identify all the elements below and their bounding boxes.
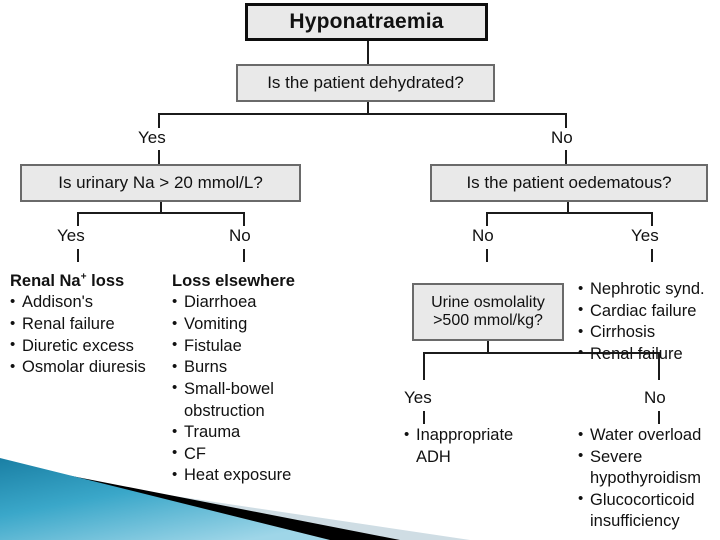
connector-oedematous-split-bar [486,212,651,214]
list-item: Trauma [172,422,332,444]
node-is-urinary-na-above-20[interactable]: Is urinary Na > 20 mmol/L? [20,164,301,202]
edge-label-dehydrated-no: No [551,128,573,147]
connector-osmolality-split-bar [423,352,658,354]
list-item: Osmolar diuresis [10,357,165,379]
edge-label-oedematous-no: No [472,226,494,245]
edge-label-oedematous-yes: Yes [631,226,659,245]
connector-osmolality-yes-stem [423,352,425,380]
list-item: Renal failure [10,314,165,336]
list-item: insufficiency [590,512,680,531]
outcome-loss-elsewhere: Loss elsewhere DiarrhoeaVomitingFistulae… [172,272,332,487]
outcome-renal-na-loss: Renal Na+ loss Addison'sRenal failureDiu… [10,272,165,379]
node-is-patient-dehydrated-label: Is the patient dehydrated? [267,73,464,92]
outcome-water-overload-list: Water overloadSeverehypothyroidismGlucoc… [578,425,720,533]
list-item: Heat exposure [172,465,332,487]
node-is-patient-oedematous-label: Is the patient oedematous? [466,173,672,192]
connector-urinary-na-down [160,201,162,212]
outcome-oedematous-causes-list: Nephrotic synd.Cardiac failureCirrhosisR… [578,279,720,365]
node-urine-osmolality-line2: >500 mmol/kg? [433,312,543,329]
connector-dehydrated-yes-stem-lower [158,150,160,164]
connector-dehydrated-no-stem-lower [565,150,567,164]
edge-label-urinary-na-no: No [229,226,251,245]
list-item: Glucocorticoid [578,489,720,512]
connector-dehydrated-down [367,101,369,113]
node-urine-osmolality-line1: Urine osmolality [431,293,545,311]
list-item: Severe [578,446,720,469]
connector-oedematous-yes-stem-lower [651,249,653,262]
outcome-loss-elsewhere-heading: Loss elsewhere [172,272,295,290]
connector-title-to-dehydrated [367,40,369,64]
list-item: Renal failure [578,343,720,366]
connector-oedematous-yes-stem [651,212,653,226]
node-hyponatraemia[interactable]: Hyponatraemia [245,3,488,41]
connector-osmolality-no-stem [658,352,660,380]
connector-urinary-na-no-stem-lower [243,249,245,262]
list-item: Cirrhosis [578,322,720,344]
node-hyponatraemia-label: Hyponatraemia [289,10,444,33]
list-item: Water overload [578,425,720,447]
outcome-renal-na-loss-heading: Renal Na+ loss [10,272,165,291]
outcome-renal-na-loss-heading-prefix: Renal Na [10,272,81,290]
connector-osmolality-no-stem-lower [658,411,660,424]
list-item: Nephrotic synd. [578,279,720,301]
connector-osmolality-down [487,341,489,352]
list-item: CF [172,443,332,466]
list-item: Addison's [10,292,165,314]
connector-dehydrated-yes-stem [158,113,160,128]
connector-urinary-na-no-stem [243,212,245,226]
edge-label-osmolality-no: No [644,388,666,407]
outcome-renal-na-loss-heading-suffix: loss [86,272,125,290]
node-is-patient-oedematous[interactable]: Is the patient oedematous? [430,164,708,202]
list-item: Inappropriate [404,425,544,447]
connector-oedematous-no-stem-lower [486,249,488,262]
list-item: Diarrhoea [172,292,332,314]
connector-oedematous-no-stem [486,212,488,226]
list-item: hypothyroidism [590,469,701,488]
list-item: ADH [416,447,451,466]
connector-urinary-na-yes-stem [77,212,79,226]
connector-dehydrated-split-bar [158,113,567,115]
edge-label-dehydrated-yes: Yes [138,128,166,147]
node-urine-osmolality[interactable]: Urine osmolality >500 mmol/kg? [412,283,564,341]
connector-urinary-na-split-bar [77,212,244,214]
connector-osmolality-yes-stem-lower [423,411,425,424]
outcome-loss-elsewhere-list: DiarrhoeaVomitingFistulaeBurnsSmall-bowe… [172,292,332,486]
connector-urinary-na-yes-stem-lower [77,249,79,262]
edge-label-osmolality-yes: Yes [404,388,432,407]
connector-oedematous-down [567,201,569,212]
outcome-renal-na-loss-list: Addison'sRenal failureDiuretic excessOsm… [10,292,165,378]
outcome-water-overload: Water overloadSeverehypothyroidismGlucoc… [578,425,720,533]
list-item: obstruction [184,401,265,420]
list-item: Burns [172,357,332,379]
outcome-oedematous-causes: Nephrotic synd.Cardiac failureCirrhosisR… [578,279,720,365]
edge-label-urinary-na-yes: Yes [57,226,85,245]
node-is-patient-dehydrated[interactable]: Is the patient dehydrated? [236,64,495,102]
list-item: Fistulae [172,335,332,358]
list-item: Cardiac failure [578,300,720,323]
node-is-urinary-na-above-20-label: Is urinary Na > 20 mmol/L? [58,173,263,192]
outcome-renal-na-loss-heading-sup: + [80,271,87,283]
list-item: Small-bowel [172,378,332,401]
connector-dehydrated-no-stem [565,113,567,128]
list-item: Diuretic excess [10,335,165,358]
list-item: Vomiting [172,314,332,336]
